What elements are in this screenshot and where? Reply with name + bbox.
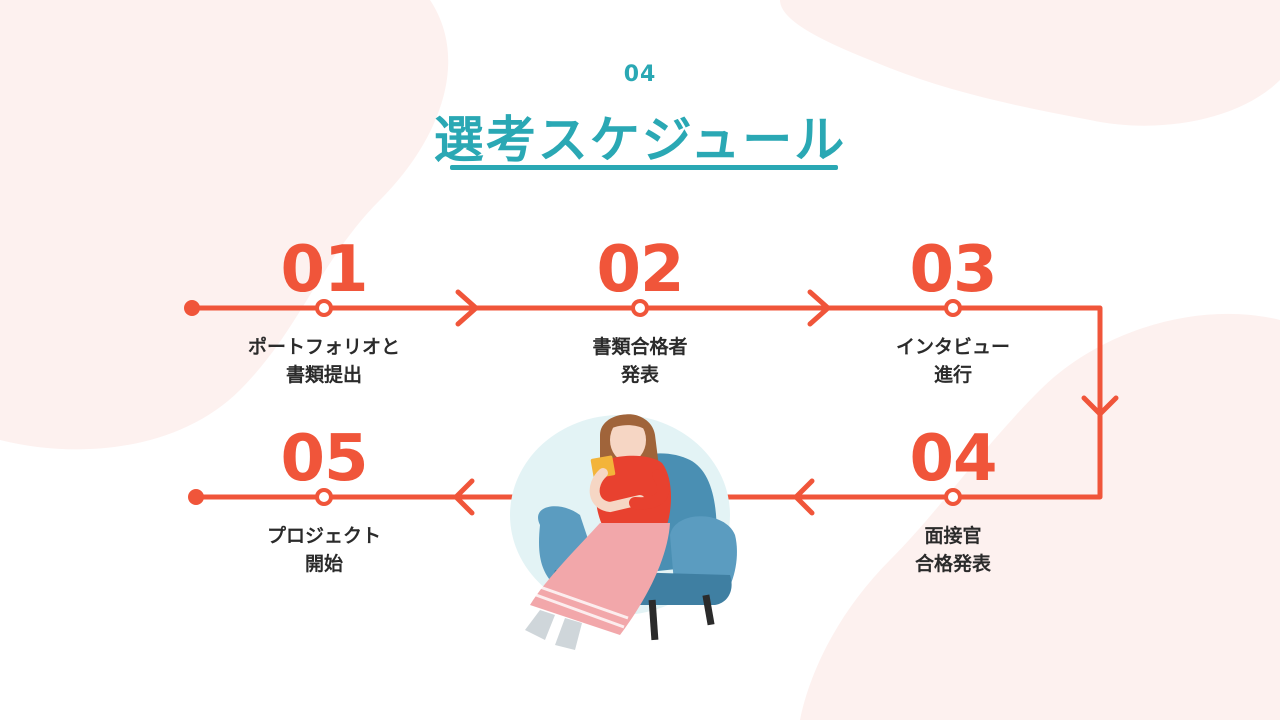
step-label-line: インタビュー bbox=[895, 336, 1010, 358]
step-number-03: 03 bbox=[909, 233, 997, 307]
section-number: 04 bbox=[623, 62, 657, 87]
step-label-line: 開始 bbox=[304, 553, 343, 575]
step-label-line: 発表 bbox=[620, 364, 659, 386]
page-title: 選考スケジュール bbox=[433, 111, 847, 169]
step-number-02: 02 bbox=[596, 233, 684, 307]
step-label-02: 書類合格者 発表 bbox=[520, 333, 760, 389]
step-label-03: インタビュー 進行 bbox=[833, 333, 1073, 389]
step-label-line: 書類提出 bbox=[285, 364, 362, 386]
step-label-line: 書類合格者 bbox=[592, 336, 688, 358]
step-label-01: ポートフォリオと 書類提出 bbox=[204, 333, 444, 389]
step-label-line: ポートフォリオと bbox=[247, 336, 400, 358]
background-blob-top-left bbox=[0, 0, 449, 450]
background-blob-top-right bbox=[780, 0, 1280, 126]
step-label-05: プロジェクト 開始 bbox=[204, 522, 444, 578]
step-node-04 bbox=[944, 488, 962, 506]
background-blob-bottom-right bbox=[800, 313, 1280, 720]
step-node-05 bbox=[315, 488, 333, 506]
step-label-line: プロジェクト bbox=[266, 525, 381, 547]
step-number-01: 01 bbox=[280, 233, 368, 307]
arrow-left-icon bbox=[453, 478, 475, 516]
woman-reading-illustration bbox=[510, 414, 737, 650]
step-node-01 bbox=[315, 299, 333, 317]
step-label-04: 面接官 合格発表 bbox=[833, 522, 1073, 578]
flow-end-dot bbox=[188, 489, 204, 505]
step-node-03 bbox=[944, 299, 962, 317]
step-label-line: 進行 bbox=[933, 364, 972, 386]
arrow-down-icon bbox=[1081, 395, 1119, 417]
arrow-left-icon bbox=[793, 478, 815, 516]
flow-start-dot bbox=[184, 300, 200, 316]
step-label-line: 合格発表 bbox=[914, 553, 991, 575]
arrow-right-icon bbox=[455, 289, 479, 327]
arrow-right-icon bbox=[807, 289, 831, 327]
step-number-04: 04 bbox=[909, 422, 997, 496]
step-node-02 bbox=[631, 299, 649, 317]
step-number-05: 05 bbox=[280, 422, 368, 496]
step-label-line: 面接官 bbox=[924, 525, 982, 547]
title-underline bbox=[450, 165, 838, 170]
